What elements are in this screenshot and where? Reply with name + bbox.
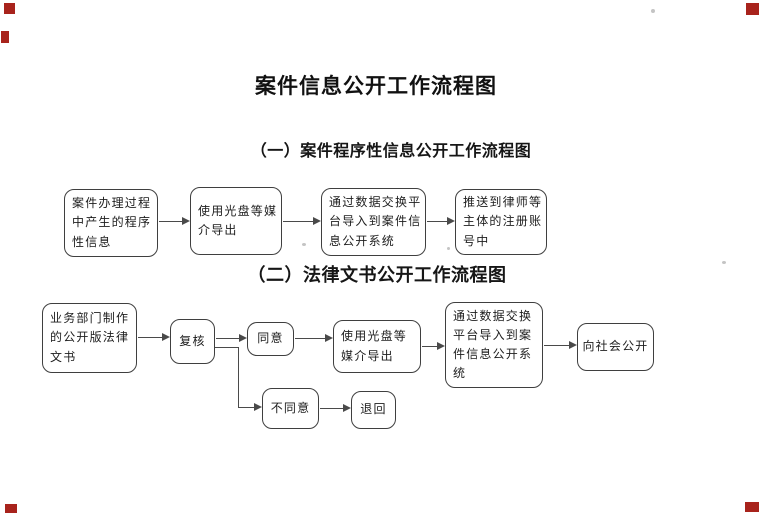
branch-connector-horizontal: [215, 347, 239, 348]
flow-arrow: [427, 217, 455, 226]
node-import-to-disclosure-system: 通过数据交换平 台导入到案件信 息公开系统: [321, 188, 426, 256]
node-return: 退回: [351, 391, 396, 429]
node-export-via-disc-2: 使用光盘等 媒介导出: [333, 320, 421, 373]
scan-speck: [447, 247, 450, 250]
node-import-to-disclosure-system-2: 通过数据交换 平台导入到案 件信息公开系 统: [445, 302, 543, 388]
flow-arrow: [138, 333, 170, 342]
node-push-to-lawyer-accounts: 推送到律师等 主体的注册账 号中: [455, 189, 547, 255]
flow-arrow: [544, 341, 577, 350]
flow-arrow: [238, 403, 262, 412]
scan-mark: [5, 504, 17, 513]
node-procedural-case-info: 案件办理过程 中产生的程序 性信息: [64, 189, 158, 257]
node-publish-to-public: 向社会公开: [577, 323, 654, 371]
scan-speck: [722, 261, 726, 264]
flow-arrow: [422, 342, 445, 351]
section-2-heading: （二）法律文书公开工作流程图: [247, 265, 507, 285]
scan-mark: [745, 502, 759, 512]
flow-arrow: [216, 334, 247, 343]
node-export-via-disc: 使用光盘等媒 介导出: [190, 187, 282, 255]
scan-mark: [1, 31, 9, 43]
node-review: 复核: [170, 319, 215, 364]
page-title: 案件信息公开工作流程图: [255, 74, 497, 98]
flow-arrow: [159, 217, 190, 226]
node-public-version-documents: 业务部门制作 的公开版法律 文书: [42, 303, 137, 373]
flow-arrow: [283, 217, 321, 226]
flow-arrow: [320, 404, 351, 413]
branch-connector-vertical: [238, 347, 239, 407]
section-1-heading: （一）案件程序性信息公开工作流程图: [250, 143, 532, 160]
node-agree: 同意: [247, 322, 294, 356]
scan-speck: [651, 9, 655, 13]
scan-mark: [746, 3, 759, 15]
flow-arrow: [295, 334, 333, 343]
scan-speck: [302, 243, 306, 246]
node-disagree: 不同意: [262, 388, 319, 429]
scan-mark: [4, 3, 15, 14]
